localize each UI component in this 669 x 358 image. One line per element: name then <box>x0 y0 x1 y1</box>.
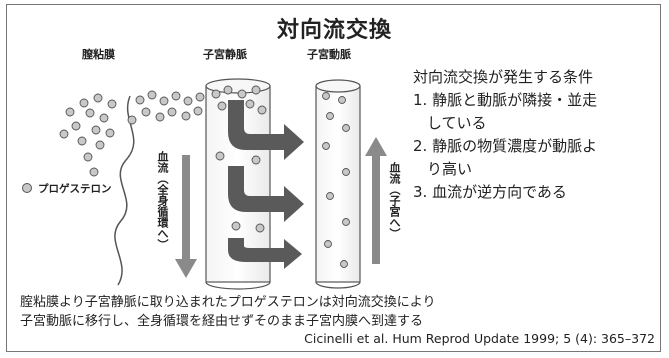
caption-line-2: 子宮動脈に移行し、全身循環を経由せずそのまま子宮内膜へ到達する <box>20 314 424 329</box>
condition-2-line1: 2. 静脈の物質濃度が動脈よ <box>413 137 598 155</box>
mucosa-line <box>114 95 135 286</box>
flow-arrow-down <box>175 155 197 278</box>
progesterone-dot-icon <box>22 183 32 193</box>
exchange-arrow-1 <box>228 100 304 160</box>
conditions-heading: 対向流交換が発生する条件 <box>413 68 594 86</box>
label-endometrium: 膣粘膜 <box>82 48 115 61</box>
slide-frame <box>6 4 661 352</box>
slide-title: 対向流交換 <box>276 18 392 43</box>
citation: Cicinelli et al. Hum Reprod Update 1999;… <box>304 331 655 346</box>
caption: 腟粘膜より子宮静脈に取り込まれたプロゲステロンは対向流交換により 子宮動脈に移行… <box>20 293 435 331</box>
artery-tube <box>315 79 361 289</box>
condition-3-line1: 3. 血流が逆方向である <box>413 183 567 201</box>
exchange-arrow-3 <box>228 238 302 269</box>
flow-arrow-up <box>365 137 387 264</box>
legend-progesterone-label: プロゲステロン <box>38 183 112 195</box>
label-uterine-vein: 子宮静脈 <box>203 48 247 61</box>
progesterone-particles <box>59 85 350 268</box>
condition-2-line2: り高い <box>427 160 473 178</box>
legend-progesterone: プロゲステロン <box>22 181 112 196</box>
label-flow-up: 血流（子宮へ） <box>388 162 401 239</box>
caption-line-1: 腟粘膜より子宮静脈に取り込まれたプロゲステロンは対向流交換により <box>20 295 436 310</box>
exchange-arrow-2 <box>228 166 304 222</box>
condition-1-line2: している <box>427 114 487 132</box>
condition-1-line1: 1. 静脈と動脈が隣接・並走 <box>413 91 598 109</box>
conditions-box: 対向流交換が発生する条件 1. 静脈と動脈が隣接・並走 している 2. 静脈の物… <box>413 66 597 204</box>
label-flow-down: 血流（全身循環へ） <box>156 151 169 250</box>
label-uterine-artery: 子宮動脈 <box>307 48 351 61</box>
